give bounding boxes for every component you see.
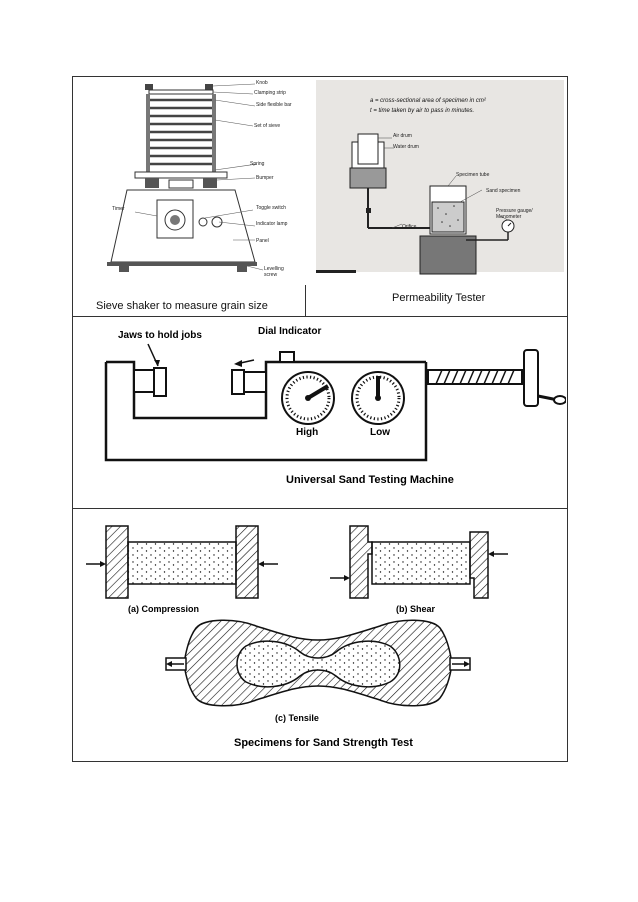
shear-label: (b) Shear: [396, 604, 436, 614]
strength-test-figure: [86, 525, 508, 707]
sieve-shaker-caption: Sieve shaker to measure grain size: [96, 300, 268, 312]
label-side-flexible-bar: Side flexible bar: [256, 102, 292, 108]
label-knob: Knob: [256, 80, 268, 86]
label-clamping-strip: Clamping strip: [254, 90, 286, 96]
strength-test-title: Specimens for Sand Strength Test: [234, 737, 413, 749]
legend-area: a = cross-sectional area of specimen in …: [370, 98, 486, 104]
sand-testing-machine-title: Universal Sand Testing Machine: [286, 474, 454, 486]
label-set-of-sieve: Set of sieve: [254, 123, 281, 129]
dial-indicator-label: Dial Indicator: [258, 326, 322, 337]
compression-label: (a) Compression: [128, 604, 200, 614]
label-spring: Spring: [250, 161, 265, 167]
sieve-shaker-figure: [107, 83, 264, 272]
photo-edge-mark: [316, 270, 356, 273]
label-air-drum: Air drum: [393, 133, 412, 139]
label-levelling: Levelling: [264, 266, 284, 272]
permeability-tester-caption: Permeability Tester: [392, 292, 486, 304]
label-timer: Timer: [112, 206, 125, 212]
label-specimen-tube: Specimen tube: [456, 172, 490, 178]
label-screw: screw: [264, 272, 278, 278]
divider-row-2: [72, 508, 568, 509]
jaws-label: Jaws to hold jobs: [118, 330, 202, 341]
label-toggle-switch: Toggle switch: [256, 205, 287, 211]
legend-time: t = time taken by air to pass in minutes…: [370, 108, 475, 114]
sand-testing-machine-figure: [104, 343, 566, 462]
label-sand-specimen: Sand specimen: [486, 188, 521, 194]
low-dial-label: Low: [370, 427, 390, 438]
label-indicator-lamp: Indicator lamp: [256, 221, 288, 227]
tensile-label: (c) Tensile: [275, 713, 319, 723]
label-water-drum: Water drum: [393, 144, 419, 150]
label-bumper: Bumper: [256, 175, 274, 181]
permeability-tester-figure: [349, 133, 515, 275]
label-orifice: Orifice: [402, 224, 417, 230]
label-panel: Panel: [256, 238, 269, 244]
high-dial-label: High: [296, 427, 319, 438]
divider-column: [305, 285, 306, 316]
label-manometer: Manometer: [496, 214, 522, 220]
label-pressure-gauge: Pressure gauge/: [496, 208, 533, 214]
page-frame: [72, 76, 568, 762]
divider-row-1: [72, 316, 568, 317]
